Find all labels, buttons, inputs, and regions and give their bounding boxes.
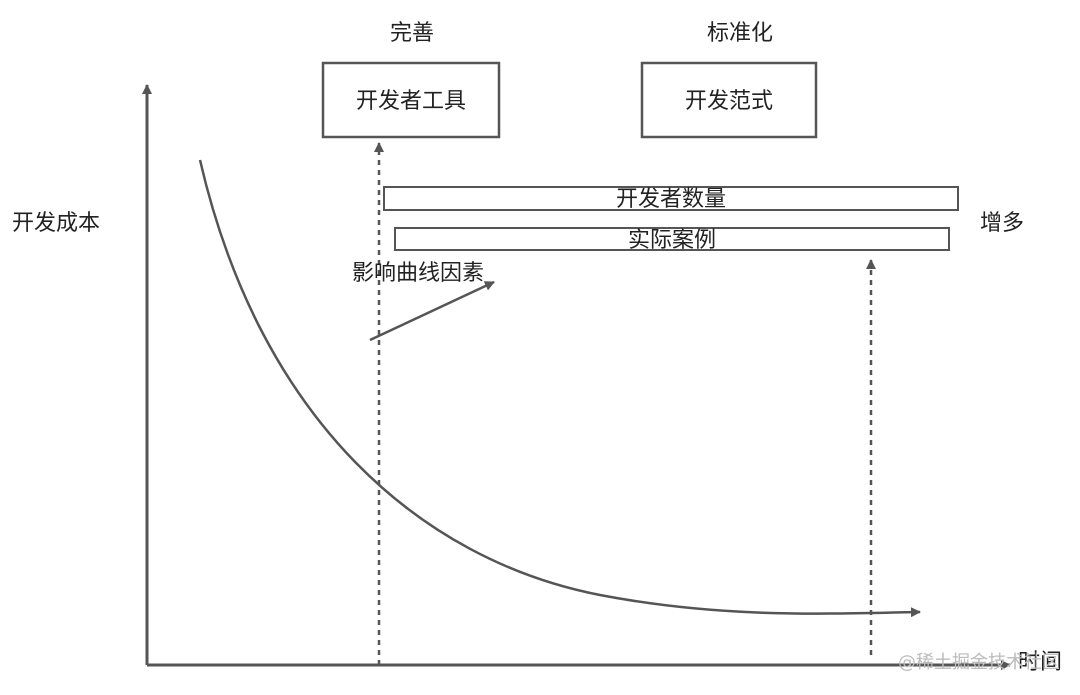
cost-curve [198, 159, 921, 618]
stage-heading-perfect: 完善 [390, 21, 434, 46]
influence-arrow [369, 280, 495, 342]
y-axis-label: 开发成本 [12, 211, 100, 236]
dev-paradigm-label: 开发范式 [685, 89, 773, 114]
watermark: @稀土掘金技术社区 [898, 652, 1060, 673]
dev-paradigm-box [640, 61, 818, 139]
influence-label: 影响曲线因素 [352, 261, 484, 286]
developer-count-label: 开发者数量 [616, 187, 726, 212]
increase-label: 增多 [980, 211, 1024, 236]
developer-count-bar [383, 186, 959, 211]
stage-heading-standardize: 标准化 [707, 21, 773, 46]
case-study-bar [394, 227, 950, 251]
x-axis-label: 时间 [1018, 650, 1062, 675]
case-study-label: 实际案例 [628, 228, 716, 253]
dev-tools-box [321, 61, 501, 139]
dev-tools-label: 开发者工具 [356, 89, 466, 114]
